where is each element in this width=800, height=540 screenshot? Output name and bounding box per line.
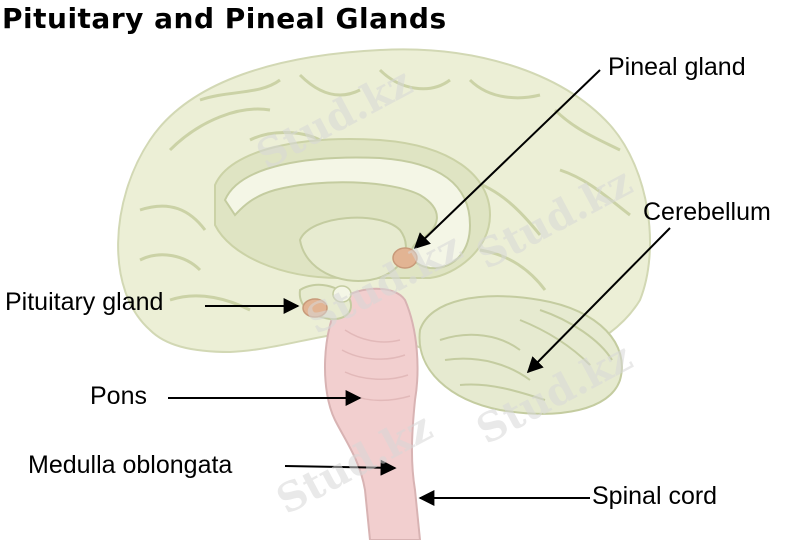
brainstem-fibers [341, 329, 411, 402]
label-pons: Pons [90, 382, 147, 410]
label-pituitary-gland: Pituitary gland [5, 288, 164, 316]
corpus-callosum [223, 156, 472, 270]
label-pineal-gland: Pineal gland [608, 53, 746, 81]
medulla-leader [284, 459, 397, 476]
label-cerebellum: Cerebellum [643, 198, 771, 226]
brainstem [324, 287, 422, 540]
pineal-gland-shape [392, 247, 418, 269]
label-spinal-cord: Spinal cord [592, 482, 718, 510]
leader-lines [168, 69, 671, 506]
mammillary-body [332, 285, 352, 303]
pituitary-gland-shape [302, 298, 328, 318]
label-medulla-oblongata: Medulla oblongata [28, 451, 233, 479]
pineal-leader [413, 69, 601, 250]
cerebellum-folia [439, 309, 613, 401]
cerebellum-leader [526, 227, 671, 374]
diagram-title: Pituitary and Pineal Glands [2, 2, 447, 35]
